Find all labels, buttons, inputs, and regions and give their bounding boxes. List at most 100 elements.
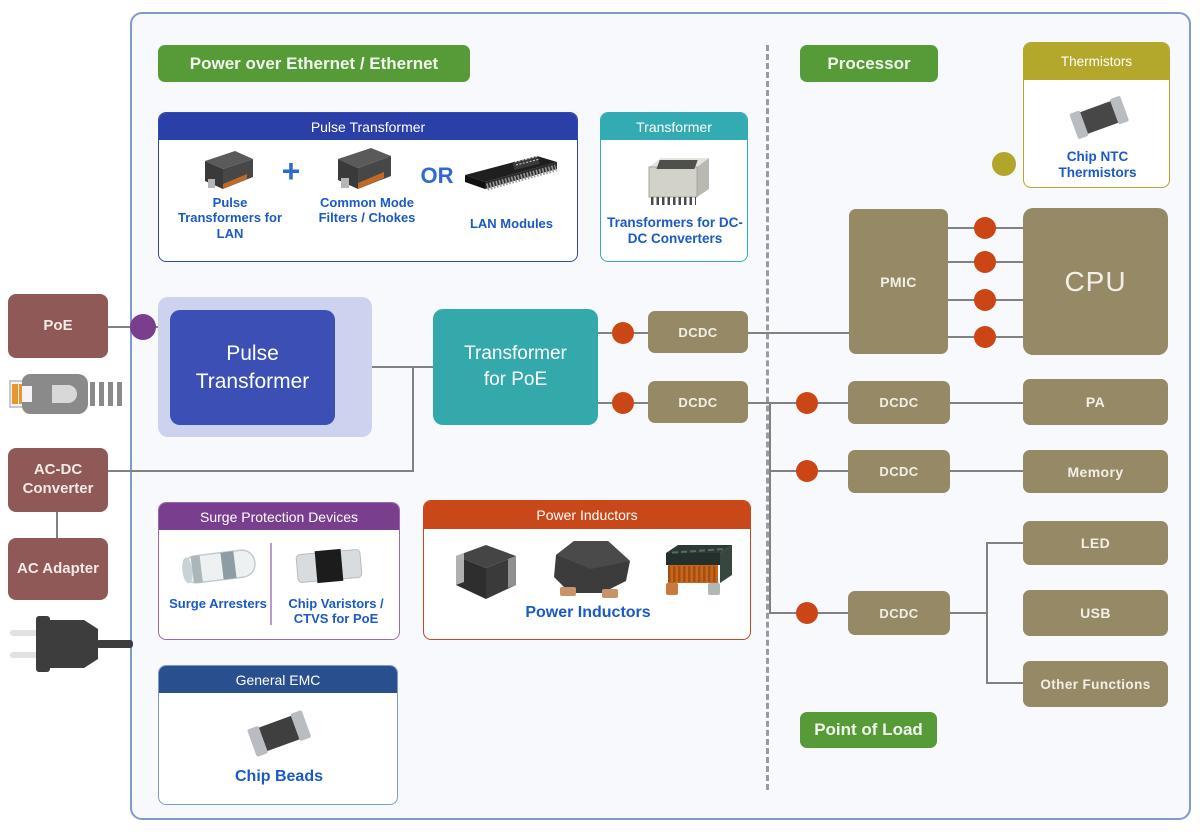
common-mode-filter-icon xyxy=(338,148,391,189)
power-inductors-panel-header: Power Inductors xyxy=(424,501,750,529)
connector-line xyxy=(748,332,849,334)
dcdc-box-4: DCDC xyxy=(848,450,950,493)
pulse-transformer-panel-title: Pulse Transformer xyxy=(310,118,426,135)
connector-line xyxy=(950,612,988,614)
pa-box: PA xyxy=(1023,379,1168,425)
connector-line xyxy=(986,682,1023,684)
ac-dc-converter-label: AC-DC Converter xyxy=(22,461,94,497)
chip-ntc-thermistor-icon xyxy=(1069,96,1129,139)
connector-line xyxy=(986,542,1023,544)
thermistors-panel-title: Thermistors xyxy=(1060,54,1133,69)
connector-line xyxy=(950,402,1023,404)
dcdc-label: DCDC xyxy=(678,394,718,410)
chip-varistor-icon xyxy=(295,548,363,584)
power-inductor-wound-icon xyxy=(666,545,732,595)
cpu-box: CPU xyxy=(1023,208,1168,355)
pmic-label: PMIC xyxy=(880,273,917,290)
transformer-for-poe-box: Transformer for PoE xyxy=(433,309,598,425)
connector-line xyxy=(108,470,414,472)
lan-modules-link[interactable]: LAN Modules xyxy=(469,216,554,231)
connector-dot-orange xyxy=(974,326,996,348)
led-box: LED xyxy=(1023,521,1168,565)
power-inductor-smd-icon xyxy=(554,541,630,598)
connector-dot-orange xyxy=(796,460,818,482)
connector-dot-orange xyxy=(974,217,996,239)
cpu-label: CPU xyxy=(1064,265,1127,297)
dcdc-label: DCDC xyxy=(879,395,919,410)
pulse-transformer-panel-header: Pulse Transformer xyxy=(159,113,577,140)
transformers-for-dcdc-link[interactable]: Transformers for DC-DC Converters xyxy=(607,215,743,246)
connector-bus-line xyxy=(769,402,771,614)
ac-adapter-box: AC Adapter xyxy=(8,538,108,600)
connector-dot-orange xyxy=(612,322,634,344)
dcdc-box-5: DCDC xyxy=(848,591,950,635)
transformer-for-poe-box-label: Transformer for PoE xyxy=(464,343,567,390)
chip-ntc-thermistors-link[interactable]: Chip NTC Thermistors xyxy=(1058,149,1137,180)
point-of-load-badge: Point of Load xyxy=(800,712,937,748)
processor-divider-dashed-line xyxy=(766,45,769,790)
or-sign: OR xyxy=(420,163,454,188)
surge-protection-panel: Surge Protection Devices Surge Arresters… xyxy=(158,502,400,640)
power-inductor-chip-icon xyxy=(456,545,516,599)
connector-dot-orange xyxy=(796,602,818,624)
dc-dc-transformer-icon xyxy=(648,158,709,205)
transformer-panel-header: Transformer xyxy=(601,113,747,140)
connector-branch-line xyxy=(986,542,988,684)
surge-protection-panel-title: Surge Protection Devices xyxy=(200,508,358,525)
dcdc-label: DCDC xyxy=(879,464,919,479)
dcdc-box-3: DCDC xyxy=(848,381,950,424)
dcdc-box-1: DCDC xyxy=(648,311,748,353)
led-label: LED xyxy=(1080,535,1111,551)
general-emc-panel-header: General EMC xyxy=(159,666,397,693)
other-functions-box: Other Functions xyxy=(1023,661,1168,707)
transformer-panel: Transformer Transformers for DC-DC Conve… xyxy=(600,112,748,262)
connector-line xyxy=(335,366,433,368)
common-mode-filters-chokes-link[interactable]: Common Mode Filters / Chokes xyxy=(318,195,416,226)
poe-ethernet-badge: Power over Ethernet / Ethernet xyxy=(158,45,470,82)
pulse-transformer-box-label: Pulse Transformer xyxy=(195,342,310,393)
connector-line xyxy=(950,470,1023,472)
pmic-box: PMIC xyxy=(849,209,948,354)
power-plug-icon xyxy=(10,616,133,672)
pulse-transformer-box: Pulse Transformer xyxy=(170,310,335,425)
connector-dot-orange xyxy=(796,392,818,414)
connector-dot-purple xyxy=(130,314,156,340)
power-inductors-panel-title: Power Inductors xyxy=(536,507,638,523)
connector-dot-orange xyxy=(974,289,996,311)
panel-divider xyxy=(270,543,272,625)
dcdc-label: DCDC xyxy=(879,605,919,621)
general-emc-panel: General EMC Chip Beads xyxy=(158,665,398,805)
chip-beads-link[interactable]: Chip Beads xyxy=(234,768,323,785)
transformer-panel-title: Transformer xyxy=(636,118,712,135)
power-inductors-panel: Power Inductors Power Inductors xyxy=(423,500,751,640)
pulse-transformer-panel: Pulse Transformer Pulse Transformers for… xyxy=(158,112,578,262)
pulse-transformers-for-lan-link[interactable]: Pulse Transformers for LAN xyxy=(177,195,283,241)
ac-dc-converter-box: AC-DC Converter xyxy=(8,448,108,512)
poe-label: PoE xyxy=(43,316,73,334)
surge-protection-panel-header: Surge Protection Devices xyxy=(159,503,399,530)
processor-badge-label: Processor xyxy=(827,53,911,73)
connector-line xyxy=(56,512,58,540)
plus-sign: + xyxy=(281,153,301,189)
connector-line xyxy=(412,367,414,472)
power-inductors-link[interactable]: Power Inductors xyxy=(525,604,651,621)
other-functions-label: Other Functions xyxy=(1040,676,1151,692)
usb-box: USB xyxy=(1023,590,1168,636)
connector-dot-orange xyxy=(612,392,634,414)
pa-label: PA xyxy=(1085,394,1106,410)
thermistors-panel-header: Thermistors xyxy=(1024,43,1169,80)
ac-adapter-label: AC Adapter xyxy=(17,559,99,577)
ethernet-cable-icon xyxy=(9,374,124,414)
poe-box: PoE xyxy=(8,294,108,358)
connector-dot-orange xyxy=(974,251,996,273)
lan-module-icon xyxy=(465,155,557,191)
pulse-transformer-for-lan-icon xyxy=(205,151,253,189)
surge-arresters-link[interactable]: Surge Arresters xyxy=(169,596,267,611)
usb-label: USB xyxy=(1080,605,1111,621)
dcdc-label: DCDC xyxy=(678,324,718,340)
chip-varistors-ctvs-link[interactable]: Chip Varistors / CTVS for PoE xyxy=(288,596,384,627)
processor-badge: Processor xyxy=(800,45,938,82)
dcdc-box-2: DCDC xyxy=(648,381,748,423)
connector-dot-olive xyxy=(992,152,1016,176)
poe-ethernet-badge-label: Power over Ethernet / Ethernet xyxy=(189,53,439,73)
